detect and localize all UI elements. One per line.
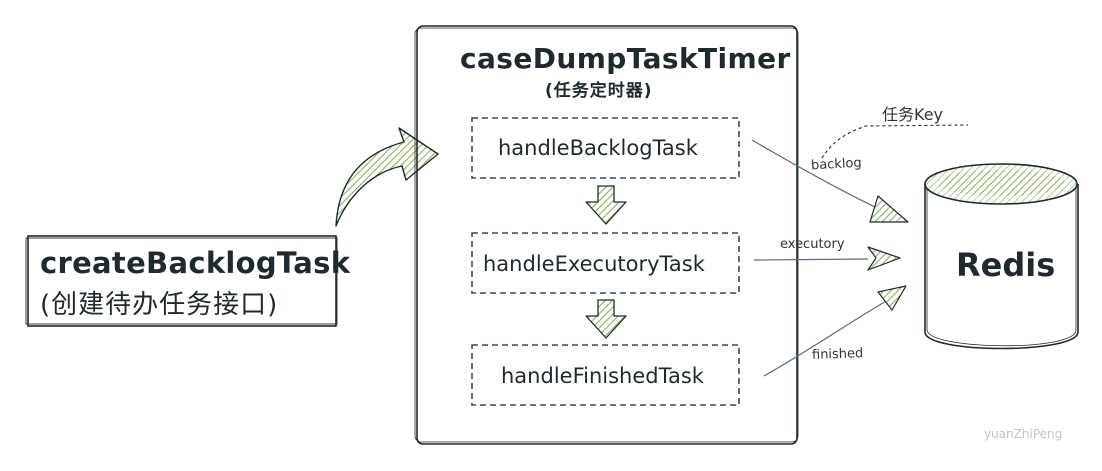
create-task-title: createBacklogTask (40, 246, 351, 280)
create-task-subtitle: (创建待办任务接口) (40, 290, 279, 320)
down-arrow-2 (585, 299, 627, 339)
watermark: yuanZhiPeng (984, 427, 1063, 441)
key-annotation-line (821, 124, 969, 159)
edge-label-backlog: backlog (810, 155, 863, 174)
step-box-executory (471, 232, 740, 294)
step-label-finished: handleFinishedTask (501, 364, 704, 388)
edge-finished (763, 285, 907, 377)
edge-label-finished: finished (811, 346, 864, 363)
step-box-backlog (471, 117, 740, 179)
step-label-backlog: handleBacklogTask (498, 136, 698, 160)
edge-label-executory: executory (780, 237, 845, 252)
edge-executory (753, 246, 901, 271)
redis-cylinder (924, 163, 1079, 350)
edge-backlog (751, 139, 909, 223)
step-box-finished (471, 344, 740, 406)
key-annotation: 任务Key (882, 105, 944, 124)
create-backlog-task-box (25, 235, 338, 327)
step-label-executory: handleExecutoryTask (483, 252, 705, 276)
timer-title: caseDumpTaskTimer (460, 42, 791, 75)
curved-arrow-to-timer (335, 127, 439, 227)
down-arrow-1 (585, 185, 627, 225)
timer-subtitle: (任务定时器) (545, 81, 653, 101)
timer-container (414, 25, 799, 445)
redis-label: Redis (956, 246, 1056, 284)
